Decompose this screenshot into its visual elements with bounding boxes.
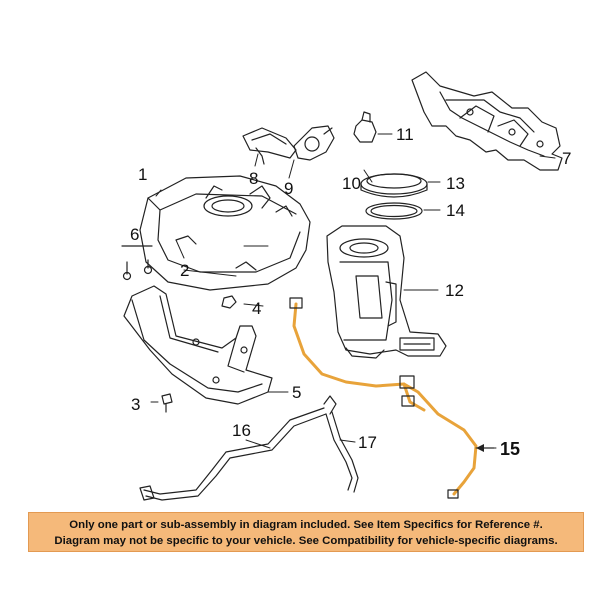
callout-6: 6 [130,225,139,244]
callout-labels: 1 2 3 4 5 6 7 8 9 10 11 12 13 14 15 16 1… [130,125,571,459]
callout-4: 4 [252,299,261,318]
disclaimer-line-2: Diagram may not be specific to your vehi… [54,535,558,547]
callout-17: 17 [358,433,377,452]
leader-lines [150,133,556,449]
callout-12: 12 [445,281,464,300]
part-4-nut [221,295,237,309]
part-2-leaders [175,239,237,277]
part-12-fuel-pump-module [326,225,447,359]
callout-15: 15 [500,439,520,459]
part-17-vapor-line [325,411,359,493]
callout-7: 7 [562,149,571,168]
part-16-fuel-line [139,395,337,501]
part-8-bracket [242,127,297,165]
part-15-wiring-harness [292,302,478,496]
callout-16: 16 [232,421,251,440]
callout-8: 8 [249,169,258,188]
disclaimer-line-1: Only one part or sub-assembly in diagram… [69,519,543,531]
callout-10: 10 [342,174,361,193]
part-3-bolt [161,393,173,413]
callout-1: 1 [138,165,147,184]
callout-14: 14 [446,201,465,220]
part-11-valve [353,111,377,143]
part-7-shield [411,71,563,171]
callout-11: 11 [396,125,414,144]
callout-9: 9 [284,179,293,198]
callout-5: 5 [292,383,301,402]
part-6-bolts [121,245,153,281]
part-5-skid-strap [123,285,273,405]
part-13-lock-ring [360,173,428,198]
callout-2: 2 [180,261,189,280]
part-9-vent [293,125,335,161]
callout-15-pointer [476,444,494,452]
callout-3: 3 [131,395,140,414]
part-15-connectors [289,297,459,499]
part-14-seal [365,202,423,220]
callout-13: 13 [446,174,465,193]
disclaimer-banner: Only one part or sub-assembly in diagram… [28,512,584,552]
